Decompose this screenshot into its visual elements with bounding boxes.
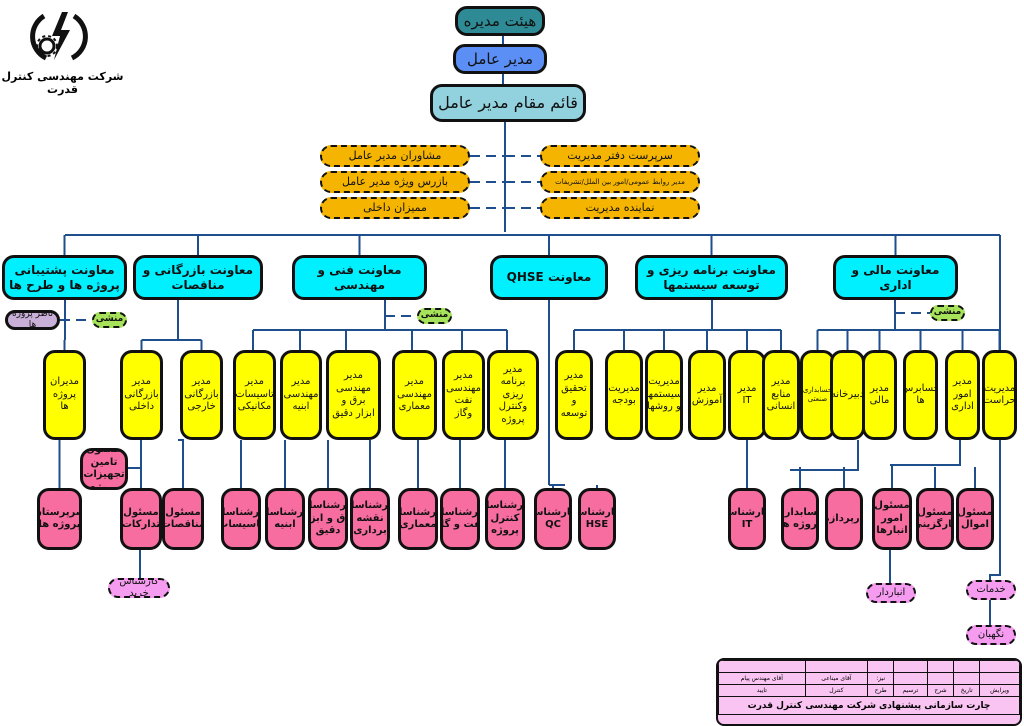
- buyer-box[interactable]: کارشناس خرید: [108, 578, 170, 598]
- vp-box-3[interactable]: معاونت QHSE: [490, 255, 608, 300]
- title-block-header-cell: کنترل: [804, 684, 869, 697]
- expert-finance-3[interactable]: مسئول کارگزینی: [916, 488, 954, 550]
- company-logo: [24, 8, 94, 64]
- secretary-finance[interactable]: منشی: [930, 305, 965, 321]
- title-block-name-cell: آقای میناعی: [804, 672, 869, 685]
- expert-technical-4[interactable]: کارشناسان معماری: [398, 488, 438, 550]
- vp-box-2[interactable]: معاونت فنی و مهندسی: [292, 255, 427, 300]
- procurement-box[interactable]: مسئول تدارکات: [120, 488, 162, 550]
- manager-finance-1[interactable]: دبیرخانه: [830, 350, 865, 440]
- tenders-box[interactable]: مسئول مناقصات: [162, 488, 204, 550]
- expert-technical-1[interactable]: کارشناسان ابنیه: [265, 488, 305, 550]
- secretary-technical[interactable]: منشی: [417, 308, 452, 324]
- project-supervisors-box[interactable]: سرپرستان پروژه ها: [37, 488, 82, 550]
- connector-line: [58, 439, 61, 488]
- ceo-box[interactable]: مدیر عامل: [453, 44, 547, 74]
- connector-line: [178, 439, 184, 488]
- storekeeper-box[interactable]: انباردار: [866, 583, 916, 603]
- expert-finance-1[interactable]: کارپردازها: [825, 488, 863, 550]
- title-block-header-cell: ویرایش: [979, 684, 1020, 697]
- vp-box-0[interactable]: معاونت پشتیبانی پروژه ها و طرح ها: [2, 255, 127, 300]
- title-block-name-cell: [953, 672, 981, 685]
- staff-right-1[interactable]: مدیر روابط عمومی/امور بین الملل/تشریفات: [540, 171, 700, 193]
- vp-box-1[interactable]: معاونت بازرگانی و مناقصات: [133, 255, 263, 300]
- manager-commerce-1[interactable]: مدیر بازرگانی خارجی: [180, 350, 223, 440]
- expert-technical-5[interactable]: کارشناسان نفت و گاز: [440, 488, 480, 550]
- manager-finance-4[interactable]: مدیر امور اداری: [945, 350, 980, 440]
- manager-support-0[interactable]: مدیران پروژه ها: [43, 350, 86, 440]
- expert-technical-0[interactable]: کارشناسان تاسیسات: [221, 488, 261, 550]
- company-name: شرکت مهندسی کنترل قدرت: [1, 70, 124, 96]
- title-block-name-cell: [926, 672, 955, 685]
- board-of-directors-box[interactable]: هیئت مدیره: [455, 6, 545, 36]
- expert-finance-4[interactable]: مسئول اموال: [956, 488, 994, 550]
- title-block-header-cell: تایید: [718, 684, 806, 697]
- staff-left-0[interactable]: مشاوران مدیر عامل: [320, 145, 470, 167]
- title-block-header-cell: ترسیم: [893, 684, 928, 697]
- connector-line: [891, 466, 893, 488]
- expert-technical-3[interactable]: کارشناسان نقشه برداری: [350, 488, 390, 550]
- expert-qhse-0[interactable]: کارشناس QC: [534, 488, 572, 550]
- title-block-name-cell: [893, 672, 928, 685]
- staff-left-1[interactable]: بازرس ویژه مدیر عامل: [320, 171, 470, 193]
- lightning-gear-logo-icon: [30, 12, 88, 61]
- manager-technical-1[interactable]: مدیر مهندسی ابنیه: [280, 350, 322, 440]
- title-block-name-cell: نیز:: [867, 672, 895, 685]
- title-block-header-cell: طرح: [867, 684, 895, 697]
- project-observer-box[interactable]: ناظر پروژه ها: [5, 310, 60, 330]
- manager-technical-2[interactable]: مدیر مهندسی برق و ابزار دقیق: [326, 350, 381, 440]
- connector-line: [890, 440, 961, 466]
- guard-box[interactable]: نگهبان: [966, 625, 1016, 645]
- expert-finance-0[interactable]: حسابداری پروژه ها: [781, 488, 819, 550]
- manager-planning-2[interactable]: مدیریت سیستمها و روشها: [645, 350, 683, 440]
- manager-planning-1[interactable]: مدیریت بودجه: [605, 350, 643, 440]
- manager-technical-0[interactable]: مدیر تاسیسات مکانیکی: [233, 350, 276, 440]
- manager-planning-4[interactable]: مدیر IT: [728, 350, 766, 440]
- title-block-caption: چارت سازمانی پیشنهادی شرکت مهندسی کنترل …: [718, 696, 1020, 715]
- procurement-equipment-box[interactable]: مسئول تامین تجهیزات پروژه: [80, 448, 128, 490]
- staff-right-0[interactable]: سرپرست دفتر مدیریت: [540, 145, 700, 167]
- expert-technical-6[interactable]: کارشناسان کنترل پروژه: [485, 488, 525, 550]
- connector-line: [140, 439, 142, 488]
- title-block-name-cell: [979, 672, 1020, 685]
- expert-technical-2[interactable]: کارشناسان برق و ابزار دقیق: [308, 488, 348, 550]
- title-block-row-empty: [718, 660, 1020, 673]
- manager-finance-5[interactable]: مدیریت حراست: [982, 350, 1017, 440]
- staff-left-2[interactable]: ممیزان داخلی: [320, 197, 470, 219]
- manager-technical-5[interactable]: مدیر برنامه ریزی وکنترل پروژه: [487, 350, 539, 440]
- title-block-header-cell: شرح: [926, 684, 955, 697]
- manager-finance-2[interactable]: مدیر مالی: [862, 350, 897, 440]
- vp-box-5[interactable]: معاونت مالی و اداری: [833, 255, 958, 300]
- manager-finance-3[interactable]: حسابرس ها: [903, 350, 938, 440]
- connector-line: [790, 440, 859, 471]
- services-box[interactable]: خدمات: [966, 580, 1016, 600]
- manager-technical-3[interactable]: مدیر مهندسی معماری: [392, 350, 437, 440]
- manager-planning-5[interactable]: مدیر منابع انسانی: [762, 350, 800, 440]
- manager-planning-0[interactable]: مدیر تحقیق و توسعه: [555, 350, 593, 440]
- expert-qhse-1[interactable]: کارشناس HSE: [578, 488, 616, 550]
- connector-line: [989, 350, 1001, 580]
- manager-planning-3[interactable]: مدیر آموزش: [688, 350, 726, 440]
- manager-technical-4[interactable]: مدیر مهندسی نفت وگاز: [442, 350, 485, 440]
- expert-finance-2[interactable]: مسئول امور انبارها: [872, 488, 912, 550]
- secretary-support[interactable]: منشی: [92, 312, 127, 328]
- staff-right-2[interactable]: نماینده مدیریت: [540, 197, 700, 219]
- manager-finance-0[interactable]: حسابداری صنعتی: [800, 350, 835, 440]
- manager-commerce-0[interactable]: مدیر بازرگانی داخلی: [120, 350, 163, 440]
- deputy-ceo-box[interactable]: قائم مقام مدیر عامل: [430, 84, 586, 122]
- title-block-name-cell: آقای مهندس پیام: [718, 672, 806, 685]
- title-block-header-cell: تاریخ: [953, 684, 981, 697]
- expert-it-box[interactable]: کارشناس IT: [728, 488, 766, 550]
- vp-box-4[interactable]: معاونت برنامه ریزی و توسعه سیستمها: [635, 255, 788, 300]
